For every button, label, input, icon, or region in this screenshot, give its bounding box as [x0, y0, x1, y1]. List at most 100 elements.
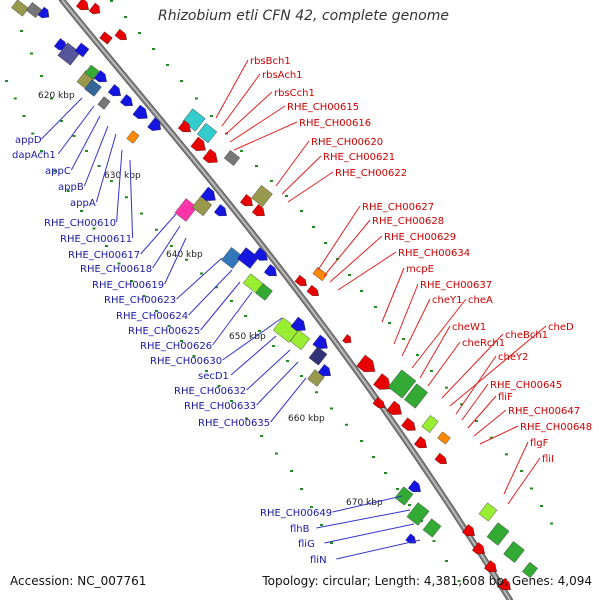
tick-dots — [5, 0, 553, 582]
tick-dot — [270, 180, 273, 182]
leader-line-right — [229, 105, 286, 143]
leader-line-left — [129, 159, 134, 239]
tick-dot — [80, 210, 83, 212]
gene-label-left: RHE_CH00619 — [92, 280, 164, 291]
feature-arrow — [372, 396, 385, 409]
feature-block — [394, 486, 414, 506]
accession-text: Accession: NC_007761 — [10, 574, 147, 588]
leader-line-left — [324, 523, 415, 544]
feature-block — [74, 42, 90, 58]
gene-label-left: secD1 — [198, 371, 229, 382]
tick-dot — [245, 417, 248, 420]
feature-arrow — [88, 2, 101, 15]
gene-label-left: dapAch1 — [12, 150, 56, 161]
feature-arrow — [312, 334, 328, 349]
feature-arrow — [413, 436, 427, 449]
feature-block — [289, 329, 311, 351]
gene-label-right: rbsCch1 — [274, 88, 315, 99]
gene-label-right: cheA — [468, 295, 493, 306]
tick-dot — [460, 403, 463, 406]
leader-line-right — [441, 333, 504, 399]
feature-block — [237, 247, 259, 269]
feature-block — [486, 522, 510, 546]
tick-dot — [230, 400, 233, 402]
leader-line-left — [246, 349, 291, 391]
tick-dot — [372, 456, 375, 458]
leader-line-right — [287, 171, 334, 203]
tick-dot — [138, 32, 141, 34]
tick-dot — [130, 280, 133, 282]
feature-block — [84, 79, 102, 97]
feature-arrow — [497, 578, 511, 591]
leader-line-right — [317, 205, 361, 271]
feature-arrow — [132, 104, 148, 119]
gene-label-right: cheBch1 — [505, 330, 548, 341]
gene-label-left: flhB — [290, 524, 310, 535]
tick-dot — [475, 420, 478, 422]
gene-label-left: appC — [45, 166, 71, 177]
leader-line-left — [270, 377, 307, 423]
tick-dot — [300, 210, 303, 212]
tick-dot — [240, 150, 243, 152]
tick-dot — [258, 330, 261, 332]
feature-block — [255, 283, 273, 301]
gene-label-right: fliI — [542, 454, 554, 465]
tick-dot — [155, 310, 158, 312]
feature-arrow — [202, 148, 218, 163]
feature-arrow — [405, 533, 417, 544]
tick-dot — [125, 196, 128, 199]
feature-arrow — [471, 542, 485, 555]
leader-line-left — [188, 269, 233, 316]
leader-line-left — [140, 213, 177, 255]
feature-block — [406, 502, 430, 526]
tick-dot — [520, 470, 523, 472]
tick-dot — [310, 506, 313, 508]
gene-label-left: appA — [70, 198, 96, 209]
leader-line-right — [473, 409, 507, 437]
tick-dot — [320, 524, 323, 526]
leader-line-right — [507, 457, 541, 505]
feature-block — [223, 150, 241, 166]
gene-label-left: fliG — [298, 539, 315, 550]
leader-line-right — [461, 383, 489, 421]
tick-dot — [31, 132, 35, 135]
gene-label-right: cheW1 — [452, 322, 486, 333]
leader-line-right — [455, 355, 497, 415]
tick-dot — [192, 355, 196, 357]
gene-label-left: RHE_CH00630 — [150, 356, 222, 367]
feature-arrow — [251, 204, 265, 217]
tick-dot — [300, 488, 303, 490]
tick-dot — [110, 180, 113, 182]
leader-line-left — [256, 361, 299, 406]
leader-line-left — [176, 257, 223, 300]
feature-arrow — [119, 94, 133, 107]
leader-line-left — [316, 509, 411, 529]
leader-line-left — [336, 539, 421, 560]
feature-arrow — [200, 186, 216, 201]
feature-arrow — [177, 120, 191, 133]
leader-line-right — [419, 325, 451, 379]
feature-block — [421, 415, 439, 433]
gene-label-left: RHE_CH00626 — [140, 341, 212, 352]
tick-dot — [185, 258, 188, 261]
tick-dot — [30, 52, 33, 55]
gene-label-left: RHE_CH00632 — [174, 386, 246, 397]
feature-arrow — [190, 136, 206, 151]
tick-dot — [105, 245, 108, 247]
feature-arrow — [290, 316, 306, 331]
tick-dot — [40, 150, 43, 152]
kbp-label: 670 kbp — [346, 498, 383, 508]
tick-dot — [142, 295, 146, 297]
tick-dot — [360, 440, 363, 442]
gene-label-right: RHE_CH00621 — [323, 152, 395, 163]
gene-label-right: cheY2 — [498, 352, 528, 363]
tick-dot — [244, 315, 247, 317]
feature-arrow — [239, 194, 253, 207]
leader-line-right — [281, 155, 322, 195]
tick-dot — [330, 542, 333, 544]
feature-track — [11, 0, 538, 591]
feature-arrow — [483, 560, 497, 573]
gene-labels: appDdapAch1appCappBappARHE_CH00610RHE_CH… — [12, 56, 592, 566]
leader-line-left — [200, 281, 241, 331]
tick-dot — [255, 165, 258, 167]
